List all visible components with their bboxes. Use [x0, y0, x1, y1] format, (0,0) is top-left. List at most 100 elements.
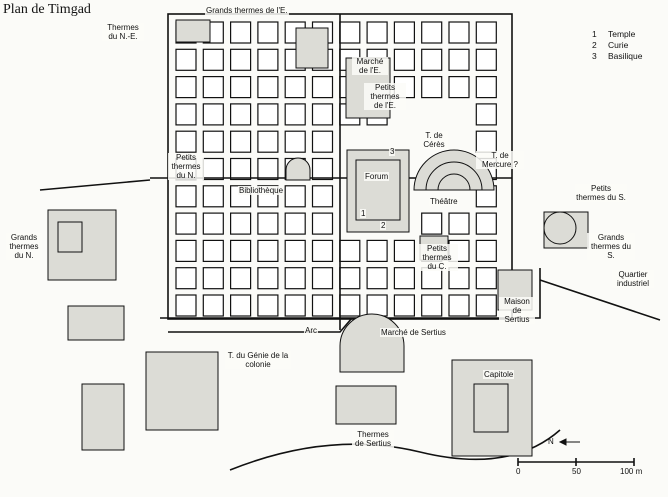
- industrial-road: [539, 279, 661, 321]
- city-block: [230, 103, 252, 126]
- label-bibliotheque: Bibliothèque: [238, 186, 285, 195]
- city-block: [284, 185, 306, 208]
- city-block: [230, 130, 252, 153]
- label-grands-thermes-n: Grands thermes du N.: [6, 233, 42, 260]
- city-block: [393, 294, 415, 317]
- label-petits-thermes-e: Petits thermes de l'E.: [364, 83, 406, 110]
- label-petits-thermes-c: Petits thermes du C.: [416, 244, 458, 271]
- city-block: [284, 294, 306, 317]
- city-block: [202, 48, 224, 71]
- city-block: [475, 212, 497, 235]
- city-block: [257, 294, 279, 317]
- city-block: [175, 294, 197, 317]
- label-arc: Arc: [304, 326, 318, 335]
- arch-street: [168, 317, 353, 333]
- label-num-2: 2: [380, 221, 387, 230]
- north-arrow-head: [558, 438, 567, 446]
- library-building: [285, 157, 311, 181]
- city-block: [175, 130, 197, 153]
- city-block: [284, 103, 306, 126]
- city-block: [366, 239, 388, 262]
- city-block: [339, 267, 361, 290]
- label-num-1: 1: [360, 209, 367, 218]
- city-block: [202, 103, 224, 126]
- label-marche-e: Marché de l'E.: [352, 57, 388, 75]
- city-block: [311, 294, 334, 317]
- south-baths-rotunda: [543, 211, 577, 245]
- label-num-3: 3: [389, 147, 396, 156]
- city-block: [421, 48, 443, 71]
- city-block: [230, 239, 252, 262]
- forum-building: [346, 149, 410, 233]
- city-block: [230, 212, 252, 235]
- city-block: [202, 239, 224, 262]
- city-block: [366, 294, 388, 317]
- city-block: [202, 75, 224, 99]
- east-baths-building: [295, 27, 329, 69]
- city-block: [311, 212, 334, 235]
- city-block: [202, 185, 224, 208]
- city-block: [448, 21, 470, 44]
- city-block: [175, 103, 197, 126]
- city-block: [393, 239, 415, 262]
- city-block: [230, 157, 252, 181]
- city-block: [421, 294, 443, 317]
- city-block: [284, 267, 306, 290]
- label-capitole: Capitole: [483, 370, 515, 379]
- city-block: [393, 48, 415, 71]
- city-block: [230, 48, 252, 71]
- forum-court: [355, 159, 401, 221]
- city-block: [257, 21, 279, 44]
- city-block: [311, 239, 334, 262]
- outer-building: [67, 305, 125, 341]
- scale-tick-100: 100 m: [620, 467, 643, 476]
- city-block: [202, 212, 224, 235]
- north-arrow-label: N: [548, 437, 554, 446]
- city-block: [257, 48, 279, 71]
- label-thermes-sertius: Thermes de Sertius: [352, 430, 394, 448]
- city-block: [175, 267, 197, 290]
- city-block: [202, 294, 224, 317]
- label-grands-thermes-s: Grands thermes du S.: [587, 233, 635, 260]
- city-block: [257, 212, 279, 235]
- city-block: [284, 130, 306, 153]
- city-block: [475, 21, 497, 44]
- city-block: [421, 212, 443, 235]
- west-road: [39, 179, 151, 191]
- city-block: [230, 75, 252, 99]
- scale-tick-0: 0: [516, 467, 521, 476]
- city-block: [230, 294, 252, 317]
- city-block: [284, 212, 306, 235]
- city-block: [175, 239, 197, 262]
- label-marche-sertius: Marché de Sertius: [380, 328, 447, 337]
- city-block: [475, 130, 497, 153]
- city-block: [311, 185, 334, 208]
- city-block: [202, 130, 224, 153]
- city-block: [448, 75, 470, 99]
- outer-house: [81, 383, 125, 451]
- city-block: [230, 267, 252, 290]
- city-block: [257, 75, 279, 99]
- label-quartier-industriel: Quartier industriel: [612, 270, 654, 288]
- city-block: [366, 21, 388, 44]
- city-block: [448, 48, 470, 71]
- city-block: [202, 157, 224, 181]
- city-block: [257, 267, 279, 290]
- city-block: [475, 103, 497, 126]
- city-block: [175, 212, 197, 235]
- label-maison-sertius: Maison de Sertius: [499, 297, 535, 324]
- city-block: [393, 267, 415, 290]
- city-block: [311, 157, 334, 181]
- city-block: [175, 75, 197, 99]
- label-t-genie: T. du Génie de la colonie: [225, 351, 291, 369]
- city-block: [284, 239, 306, 262]
- label-grands-thermes-e: Grands thermes de l'E.: [205, 6, 289, 15]
- city-block: [257, 103, 279, 126]
- city-block: [311, 267, 334, 290]
- city-block: [448, 267, 470, 290]
- city-block: [339, 239, 361, 262]
